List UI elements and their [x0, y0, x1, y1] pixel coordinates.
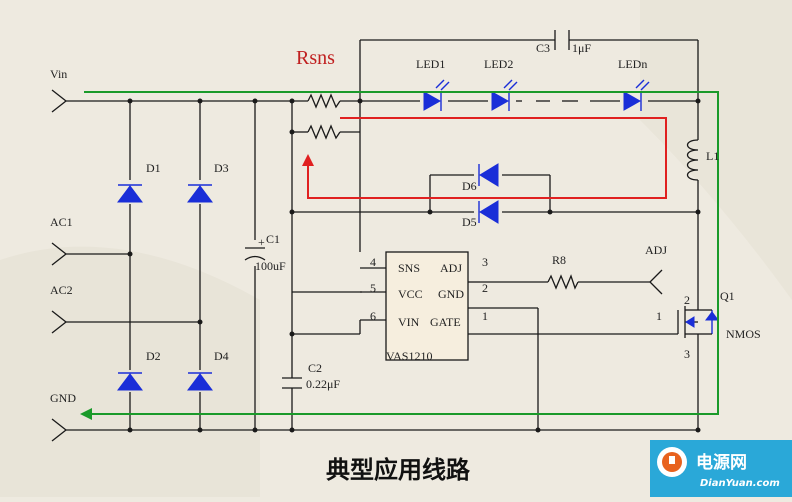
q1-gate-pin: 1 [656, 309, 662, 323]
ac2-label: AC2 [50, 283, 73, 297]
d6-diode [478, 163, 499, 187]
ground-return-path [80, 91, 719, 420]
c3-value: 1μF [572, 41, 591, 55]
ic-pin3-num: 3 [482, 255, 488, 269]
d2-label: D2 [146, 349, 161, 363]
diagram-caption: 典型应用线路 [326, 456, 471, 484]
d1-label: D1 [146, 161, 161, 175]
logo-en-text: DianYuan.com [700, 478, 780, 489]
d4-diode [187, 372, 213, 391]
ic-pin-adj: ADJ [440, 261, 462, 275]
ledn-label: LEDn [618, 57, 647, 71]
led1-symbol [423, 79, 450, 111]
ic-pin2-num: 2 [482, 281, 488, 295]
vin-label: Vin [50, 67, 67, 81]
c1-value: 100uF [255, 259, 286, 273]
d6-label: D6 [462, 179, 477, 193]
terminal-symbols [51, 89, 663, 442]
q1-label: Q1 [720, 289, 735, 303]
ic-pin-gnd: GND [438, 287, 464, 301]
component-labels: Vin AC1 AC2 GND ADJ Rsns C3 1μF LED1 LED… [50, 41, 761, 405]
led-string [423, 79, 650, 111]
rsns-resistors [307, 93, 341, 140]
rsns-label: Rsns [296, 47, 335, 69]
c1-capacitor: + [244, 235, 266, 261]
led2-label: LED2 [484, 57, 513, 71]
ic-pin-sns: SNS [398, 261, 420, 275]
led1-label: LED1 [416, 57, 445, 71]
ic-pin6-num: 6 [370, 309, 376, 323]
q1-nmos [677, 300, 719, 340]
ic-vas1210 [385, 251, 469, 361]
ic-pin4-num: 4 [370, 255, 376, 269]
svg-text:+: + [258, 235, 265, 249]
ic-pin-gate: GATE [430, 315, 461, 329]
l1-label: L1 [706, 149, 719, 163]
q1-source-pin: 3 [684, 347, 690, 361]
junction-dots [127, 98, 701, 433]
d3-diode [187, 184, 213, 203]
c3-label: C3 [536, 41, 550, 55]
ic-pin-vin: VIN [398, 315, 420, 329]
ic-pin1-num: 1 [482, 309, 488, 323]
adj-label: ADJ [645, 243, 667, 257]
d4-label: D4 [214, 349, 229, 363]
ic-name-label: VAS1210 [386, 349, 432, 363]
c1-label: C1 [266, 232, 280, 246]
r8-label: R8 [552, 253, 566, 267]
current-path [302, 117, 667, 199]
gnd-label: GND [50, 391, 76, 405]
site-logo: 电源网 DianYuan.com [650, 440, 792, 497]
d1-diode [117, 184, 143, 203]
logo-cn-text: 电源网 [696, 452, 747, 473]
ic-pin-vcc: VCC [398, 287, 423, 301]
ledn-symbol [623, 79, 650, 111]
q1-drain-pin: 2 [684, 293, 690, 307]
d5-diode [478, 200, 499, 224]
c3-capacitor [554, 30, 570, 50]
c2-capacitor [282, 377, 302, 389]
d2-diode [117, 372, 143, 391]
c2-value: 0.22μF [306, 377, 340, 391]
c2-label: C2 [308, 361, 322, 375]
led2-symbol [491, 79, 518, 111]
q1-type-label: NMOS [726, 327, 761, 341]
ic-pin5-num: 5 [370, 281, 376, 295]
r8-resistor [547, 274, 579, 290]
d3-label: D3 [214, 161, 229, 175]
d5-label: D5 [462, 215, 477, 229]
l1-inductor [686, 139, 699, 181]
ac1-label: AC1 [50, 215, 73, 229]
